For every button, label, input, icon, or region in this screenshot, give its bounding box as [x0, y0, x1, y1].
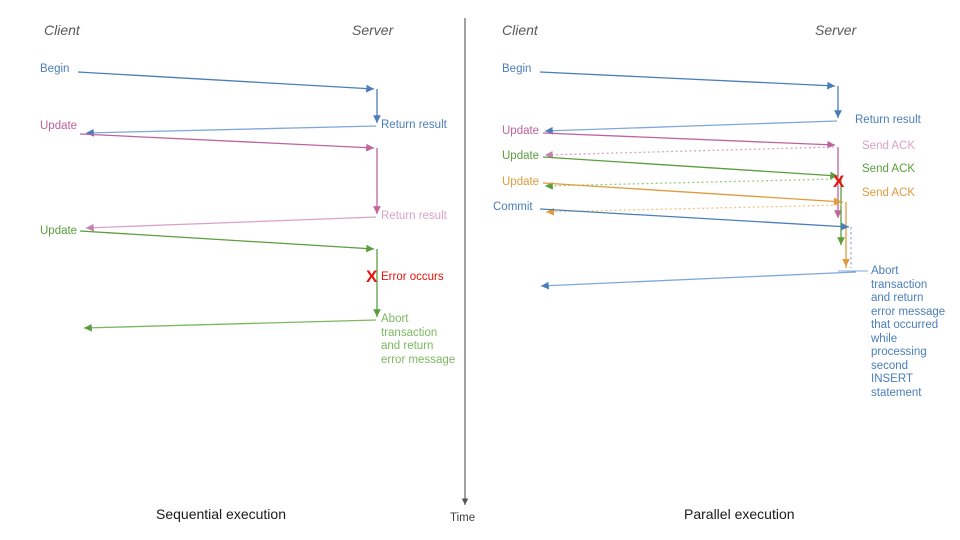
arrow-update-3-request-p	[542, 182, 844, 206]
parallel-panel-arrows	[539, 71, 868, 290]
parallel-caption: Parallel execution	[684, 506, 795, 522]
sequential-error-label: Error occurs	[381, 271, 444, 283]
abort-line: Abort	[871, 265, 899, 277]
abort-line: and return	[381, 340, 434, 352]
arrow-update-2-request-p	[542, 156, 839, 180]
abort-line: error message	[871, 305, 946, 318]
sequential-server-message-return-2: Return result	[381, 210, 447, 222]
error-marker-icon: X	[366, 267, 378, 286]
sequential-client-message-begin: Begin	[40, 63, 70, 75]
arrow-send-ack-2	[544, 178, 838, 190]
abort-line: second	[871, 359, 909, 372]
time-axis-label: Time	[450, 512, 476, 524]
arrow-update-1-request	[79, 133, 375, 152]
sequential-abort-message: Abort transaction and return error messa…	[381, 313, 467, 367]
parallel-client-message-commit: Commit	[493, 201, 533, 213]
arrow-commit-request	[539, 208, 850, 231]
arrow-return-result-1	[85, 125, 377, 137]
sequential-caption: Sequential execution	[156, 506, 286, 522]
abort-line: statement	[871, 386, 922, 399]
abort-line: INSERT	[871, 373, 913, 385]
abort-line: transaction	[871, 278, 928, 291]
arrow-begin-request-p	[539, 71, 836, 90]
parallel-server-header: Server	[815, 22, 857, 38]
sequential-client-message-update-1: Update	[40, 120, 78, 132]
abort-line: transaction	[381, 326, 438, 339]
parallel-server-message-ack-1: Send ACK	[862, 140, 916, 152]
arrow-send-ack-3	[544, 204, 843, 216]
parallel-client-message-begin: Begin	[502, 63, 532, 75]
abort-line: Abort	[381, 313, 409, 325]
arrow-send-ack-1	[544, 146, 835, 159]
parallel-server-message-ack-2: Send ACK	[862, 163, 916, 175]
arrow-update-1-request-p	[542, 132, 836, 149]
parallel-server-message-ack-3: Send ACK	[862, 187, 916, 199]
parallel-client-message-update-1: Update	[502, 125, 540, 137]
sequential-server-header: Server	[352, 22, 394, 38]
abort-line: and return	[871, 292, 924, 304]
abort-line: while	[871, 332, 898, 345]
arrow-begin-request	[77, 71, 375, 93]
abort-line: error message	[381, 353, 456, 366]
abort-line: processing	[871, 346, 927, 358]
arrow-abort-reply	[83, 319, 377, 332]
parallel-client-header: Client	[502, 22, 538, 38]
parallel-server-message-return: Return result	[855, 114, 921, 126]
sequential-panel-arrows	[77, 71, 381, 332]
arrow-return-result-2	[85, 216, 377, 232]
error-marker-icon: X	[833, 172, 845, 191]
arrow-update-2-request	[79, 230, 375, 253]
sequential-client-header: Client	[44, 22, 80, 38]
parallel-abort-message: Abort transaction and return error messa…	[871, 265, 955, 400]
parallel-client-message-update-2: Update	[502, 150, 540, 162]
abort-line: that occurred	[871, 319, 939, 331]
sequential-client-message-update-2: Update	[40, 225, 78, 237]
arrow-return-result-p	[544, 120, 838, 135]
sequential-server-message-return-1: Return result	[381, 119, 447, 131]
arrow-abort-reply-p	[540, 271, 857, 290]
parallel-client-message-update-3: Update	[502, 176, 540, 188]
